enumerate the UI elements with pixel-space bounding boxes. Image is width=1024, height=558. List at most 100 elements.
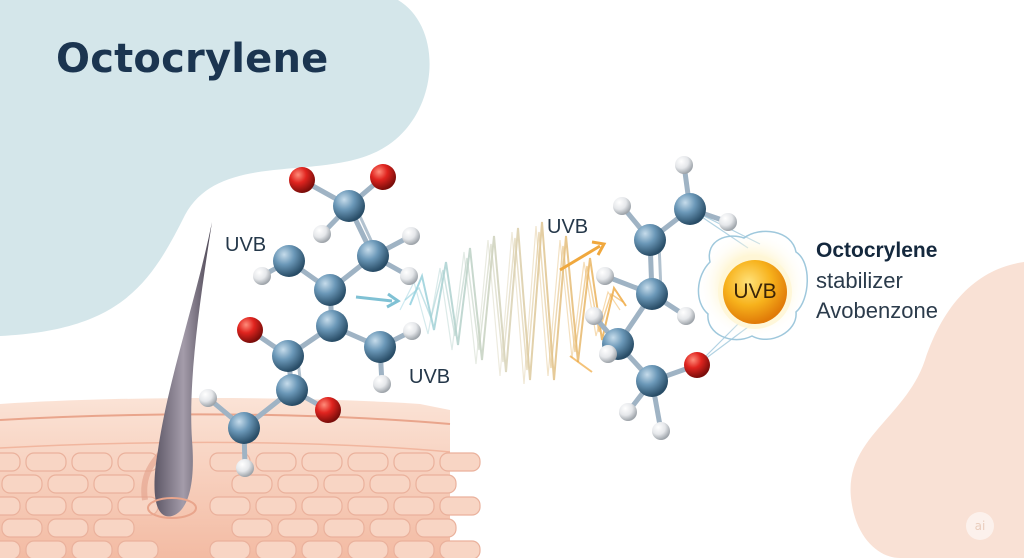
background-blob-top-left — [0, 0, 430, 336]
skin-cell — [93, 518, 135, 538]
uv-wave-beam — [399, 221, 627, 385]
skin-cell — [301, 540, 343, 558]
atom-layer — [199, 156, 737, 477]
hydrogen-atom — [719, 213, 737, 231]
arrow-icon — [559, 244, 601, 272]
skin-cell — [209, 540, 251, 558]
carbon-atom — [272, 340, 304, 372]
skin-cell — [439, 540, 481, 558]
carbon-atom — [273, 245, 305, 277]
carbon-atom — [314, 274, 346, 306]
page-title: Octocrylene — [56, 36, 329, 82]
skin-cell — [347, 496, 389, 516]
uvb-label-top: UVB — [547, 216, 589, 238]
carbon-atom — [636, 278, 668, 310]
hydrogen-atom — [402, 227, 420, 245]
skin-cell — [71, 452, 113, 472]
hydrogen-atom — [596, 267, 614, 285]
uvb-label-bottom: UVB — [409, 366, 451, 388]
carbon-atom — [674, 193, 706, 225]
skin-cell — [0, 496, 21, 516]
skin-cell — [369, 518, 411, 538]
skin-cell — [323, 518, 365, 538]
hair-strand-icon — [141, 222, 212, 519]
skin-cell — [439, 496, 481, 516]
skin-cell — [93, 474, 135, 494]
uvb-label-left: UVB — [225, 234, 267, 256]
hydrogen-atom — [400, 267, 418, 285]
skin-cell — [255, 496, 297, 516]
background-blob-bottom-right — [850, 262, 1024, 558]
legend: Octocrylene stabilizer Avobenzone — [816, 236, 938, 326]
hydrogen-atom — [675, 156, 693, 174]
skin-cell — [255, 540, 297, 558]
watermark-logo: ai — [966, 512, 994, 540]
carbon-atom — [316, 310, 348, 342]
carbon-atom — [364, 331, 396, 363]
skin-cell — [117, 540, 159, 558]
carbon-atom — [276, 374, 308, 406]
carbon-atom — [333, 190, 365, 222]
hydrogen-atom — [613, 197, 631, 215]
skin-cell — [231, 518, 273, 538]
skin-cell — [255, 452, 297, 472]
skin-cell — [71, 496, 113, 516]
hydrogen-atom — [373, 375, 391, 393]
oxygen-atom — [370, 164, 396, 190]
hydrogen-atom — [313, 225, 331, 243]
skin-cell — [393, 496, 435, 516]
skin-cell — [393, 540, 435, 558]
hydrogen-atom — [403, 322, 421, 340]
skin-cell — [0, 540, 21, 558]
sun-uvb-label: UVB — [733, 280, 777, 303]
hydrogen-atom — [599, 345, 617, 363]
carbon-atom — [228, 412, 260, 444]
skin-cell — [439, 452, 481, 472]
skin-cross-section — [0, 398, 481, 558]
hydrogen-atom — [619, 403, 637, 421]
legend-avobenzone: Avobenzone — [816, 298, 938, 323]
skin-cell — [347, 540, 389, 558]
carbon-atom — [357, 240, 389, 272]
skin-cell — [415, 474, 457, 494]
sun-uvb-icon — [697, 230, 808, 341]
arrow-icon — [569, 355, 593, 373]
skin-cell — [1, 518, 43, 538]
skin-cell — [323, 474, 365, 494]
hydrogen-atom — [199, 389, 217, 407]
oxygen-atom — [289, 167, 315, 193]
skin-cell — [301, 496, 343, 516]
legend-stabilizer: stabilizer — [816, 268, 903, 293]
oxygen-atom — [237, 317, 263, 343]
arrow-icon — [355, 295, 393, 303]
skin-cell — [47, 474, 89, 494]
hydrogen-atom — [652, 422, 670, 440]
skin-cell — [209, 496, 251, 516]
skin-cell — [393, 452, 435, 472]
skin-cell — [0, 452, 21, 472]
legend-octocrylene: Octocrylene — [816, 239, 938, 262]
skin-cell — [347, 452, 389, 472]
skin-cell — [71, 540, 113, 558]
skin-cell — [117, 496, 159, 516]
skin-cell — [25, 540, 67, 558]
arrow-icon — [591, 240, 607, 256]
carbon-atom — [634, 224, 666, 256]
hydrogen-atom — [253, 267, 271, 285]
skin-cell — [277, 518, 319, 538]
skin-cell — [47, 518, 89, 538]
hydrogen-atom — [585, 307, 603, 325]
skin-cell — [277, 474, 319, 494]
skin-cell — [25, 496, 67, 516]
hydrogen-atom — [236, 459, 254, 477]
arrow-icon — [386, 292, 401, 309]
skin-cell — [369, 474, 411, 494]
hydrogen-atom — [677, 307, 695, 325]
skin-cell — [25, 452, 67, 472]
oxygen-atom — [684, 352, 710, 378]
oxygen-atom — [315, 397, 341, 423]
skin-cell — [301, 452, 343, 472]
skin-cell — [231, 474, 273, 494]
skin-cell — [1, 474, 43, 494]
